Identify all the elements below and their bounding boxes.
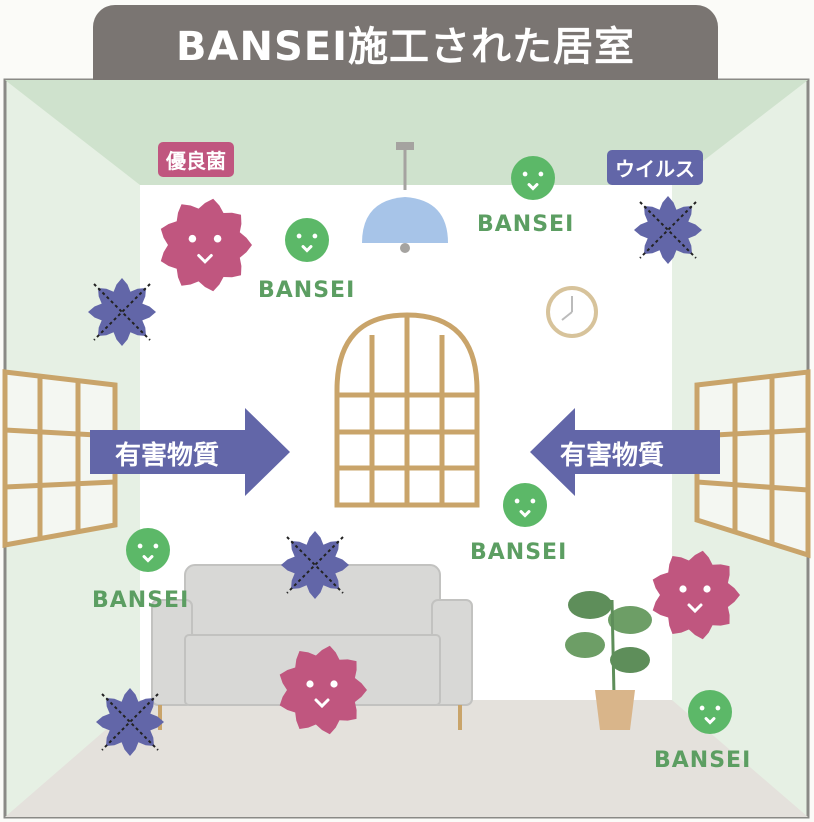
virus-icon	[281, 531, 349, 599]
virus-label: ウイルス	[607, 150, 703, 185]
harmful-substance-label-left: 有害物質	[115, 441, 220, 471]
bansei-icon	[503, 483, 547, 527]
ceiling-lamp-icon	[362, 142, 448, 253]
bansei-icon	[688, 690, 732, 734]
good-bacteria-label: 優良菌	[158, 142, 234, 177]
harmful-substance-arrow-right	[530, 408, 720, 496]
harmful-substance-label-right: 有害物質	[560, 441, 665, 471]
cross-mark	[93, 283, 151, 341]
virus-icon	[96, 688, 164, 756]
cross-mark	[286, 536, 344, 594]
title-tab	[93, 5, 718, 80]
cross-mark	[639, 201, 697, 259]
bansei-label: BANSEI	[258, 278, 356, 303]
good-bacteria-icon	[652, 550, 740, 640]
harmful-substance-arrow-left	[90, 408, 290, 496]
bansei-label: BANSEI	[470, 540, 568, 565]
good-bacteria-icon	[160, 198, 252, 292]
bansei-label: BANSEI	[477, 212, 575, 237]
arched-window-icon	[334, 312, 480, 508]
bansei-icon	[126, 528, 170, 572]
bansei-icon	[511, 156, 555, 200]
cross-mark	[101, 693, 159, 751]
left-window-icon	[2, 369, 118, 548]
sofa-icon	[151, 564, 473, 730]
cross-mark	[101, 693, 159, 751]
bansei-label: BANSEI	[92, 588, 190, 613]
good-bacteria-icon	[279, 645, 367, 735]
potted-plant-icon	[565, 591, 652, 730]
bansei-icon	[285, 218, 329, 262]
page-title: BANSEI施工された居室	[176, 24, 635, 70]
virus-icon	[634, 196, 702, 264]
cross-mark	[286, 536, 344, 594]
bansei-label: BANSEI	[654, 748, 752, 773]
cross-mark	[93, 283, 151, 341]
wall-clock-icon	[546, 286, 598, 338]
cross-mark	[639, 201, 697, 259]
virus-icon	[88, 278, 156, 346]
